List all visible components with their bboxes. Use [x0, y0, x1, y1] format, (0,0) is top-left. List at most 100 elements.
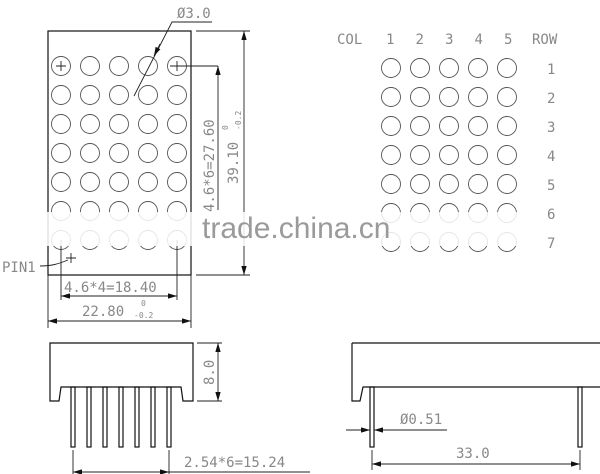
extension-line: [72, 450, 170, 474]
pin: [70, 386, 76, 448]
pin-diameter-label: Ø0.51: [400, 412, 442, 428]
legend-led-dot: [497, 116, 517, 136]
column-number: 4: [475, 32, 483, 48]
end-body-outline: [351, 342, 600, 402]
led-dot: [51, 56, 71, 76]
legend-led-dot: [468, 174, 488, 194]
legend-led-dot: [468, 116, 488, 136]
legend-led-dot: [497, 174, 517, 194]
legend-led-dot: [468, 58, 488, 78]
column-number: 3: [445, 32, 453, 48]
legend-led-dot: [439, 174, 459, 194]
pin1-marker-icon: [66, 253, 76, 263]
watermark-band: [40, 212, 580, 246]
legend-led-dot: [410, 116, 430, 136]
led-dot: [80, 172, 100, 192]
led-dot: [167, 143, 187, 163]
legend-led-dot: [439, 116, 459, 136]
side-pins: [70, 386, 172, 448]
column-number: 5: [504, 32, 512, 48]
diameter-leader: [133, 21, 212, 97]
led-dot: [138, 172, 158, 192]
extension-line: [196, 30, 250, 276]
pin: [86, 386, 92, 448]
legend-led-dot: [439, 87, 459, 107]
legend-led-dot: [381, 174, 401, 194]
span-label: 33.0: [456, 446, 490, 462]
legend-led-dot: [381, 116, 401, 136]
height-tol-upper: 0: [221, 125, 230, 130]
row-number: 2: [547, 91, 555, 107]
led-dot: [167, 85, 187, 105]
extension-line: [47, 240, 192, 328]
legend-led-dot: [410, 58, 430, 78]
row-number: 5: [547, 178, 555, 194]
row-number: 6: [547, 207, 555, 223]
row-number: 7: [547, 236, 555, 252]
led-dot: [138, 114, 158, 134]
legend-led-dot: [410, 174, 430, 194]
height-label: 39.10: [226, 142, 242, 184]
pin: [134, 386, 140, 448]
led-dot: [80, 143, 100, 163]
legend-led-dot: [381, 58, 401, 78]
col-pitch-label: 4.6*4=18.40: [64, 280, 157, 296]
width-tol-upper: 0: [141, 299, 146, 308]
column-number: 2: [416, 32, 424, 48]
row-numbers: 1 2 3 4 5 6 7: [547, 62, 555, 252]
end-pin: [369, 386, 375, 448]
led-dot: [80, 114, 100, 134]
led-dot: [167, 172, 187, 192]
height-tol-lower: -0.2: [234, 111, 243, 130]
legend-led-dot: [381, 87, 401, 107]
side-view: 8.0 2.54*6=15.24: [49, 342, 310, 474]
width-label: 22.80: [82, 304, 124, 320]
legend-led-dot: [439, 145, 459, 165]
width-tol-lower: -0.2: [134, 311, 153, 320]
legend-led-dot: [468, 87, 488, 107]
led-dot: [109, 143, 129, 163]
row-number: 1: [547, 62, 555, 78]
led-dot: [167, 114, 187, 134]
led-dot: [51, 85, 71, 105]
pin: [102, 386, 108, 448]
thickness-label: 8.0: [202, 360, 218, 385]
watermark: trade.china.cn: [202, 212, 390, 245]
column-numbers: 1 2 3 4 5: [386, 32, 512, 48]
legend-led-dot: [497, 58, 517, 78]
legend-led-dot: [381, 145, 401, 165]
row-pitch-label: 4.6*6=27.60: [202, 119, 218, 212]
legend-led-dot: [497, 145, 517, 165]
crosshair-icon: [56, 61, 66, 71]
pin-pitch-label: 2.54*6=15.24: [184, 455, 285, 471]
module-body-outline: [47, 30, 192, 276]
pin: [150, 386, 156, 448]
legend-led-dot: [439, 58, 459, 78]
led-dot: [109, 85, 129, 105]
row-number: 3: [547, 120, 555, 136]
diameter-arrow: [153, 43, 161, 57]
led-dot: [109, 56, 129, 76]
col-header: COL: [337, 32, 362, 48]
top-view: 4.6*6=27.60 39.10 0 -0.2 Ø3.0 4.6*4=18.4…: [2, 6, 250, 328]
led-dot: [138, 85, 158, 105]
led-dot: [80, 85, 100, 105]
led-dot: [109, 172, 129, 192]
row-header: ROW: [532, 32, 558, 48]
legend-led-dot: [468, 145, 488, 165]
led-dot: [109, 114, 129, 134]
led-dot: [51, 114, 71, 134]
led-dot: [51, 143, 71, 163]
led-dot: [51, 172, 71, 192]
legend-led-dot: [410, 145, 430, 165]
legend-led-dot: [410, 87, 430, 107]
row-number: 4: [547, 149, 555, 165]
column-number: 1: [386, 32, 394, 48]
pin1-leader: [39, 259, 69, 267]
led-dot: [80, 56, 100, 76]
side-body-outline: [49, 342, 194, 402]
led-dot: [138, 56, 158, 76]
end-pin: [577, 386, 583, 448]
